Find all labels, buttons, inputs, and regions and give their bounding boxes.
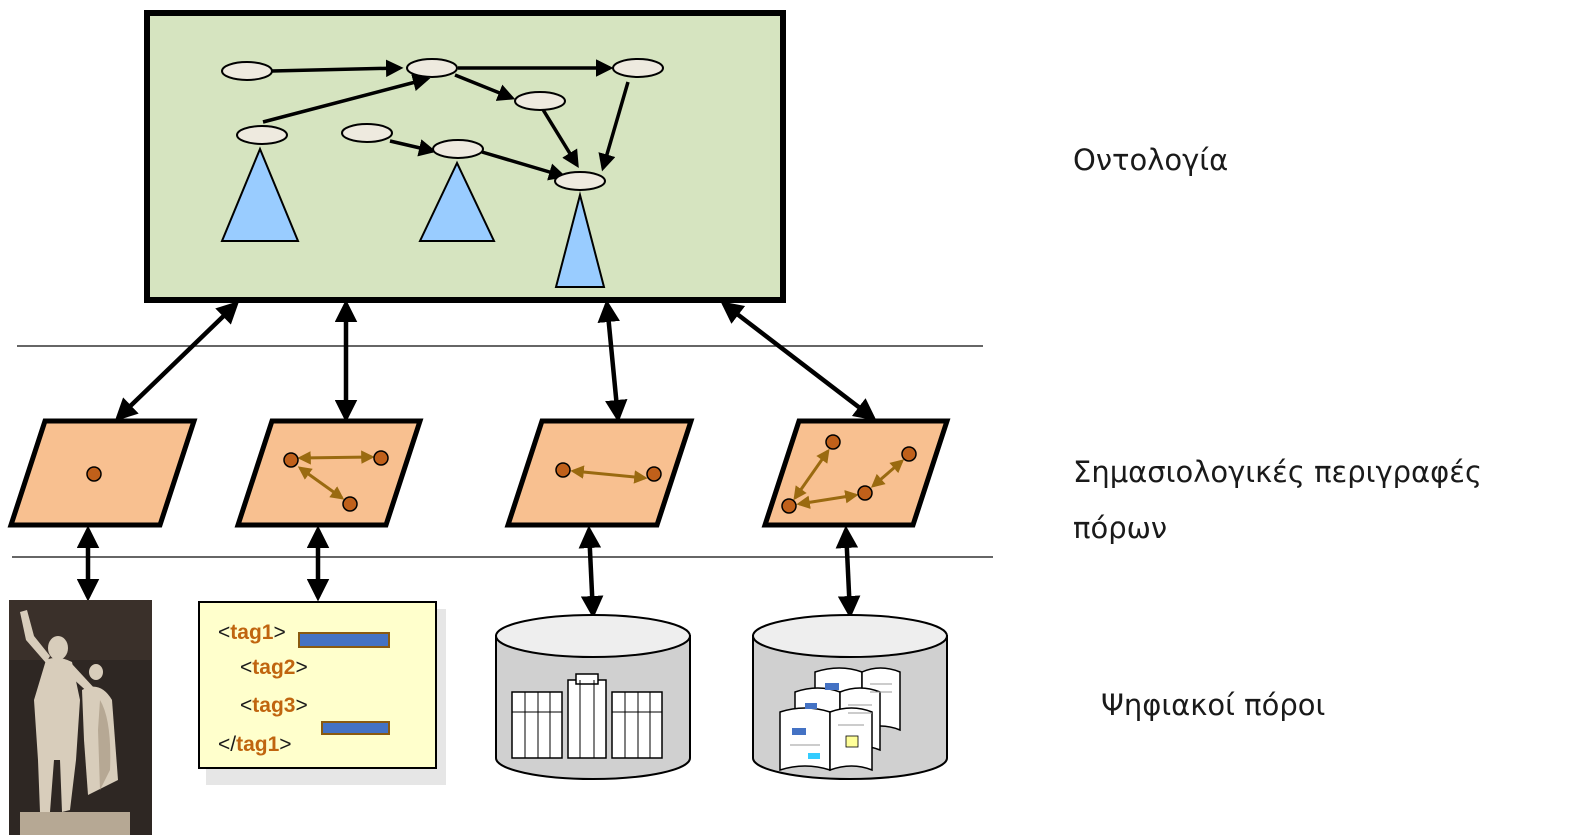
hierarchy-triangles (220, 146, 606, 288)
description-1 (7, 418, 198, 528)
description-4 (761, 418, 951, 528)
concept-node (432, 139, 484, 159)
hierarchy-triangle (220, 146, 300, 242)
semantic-descriptions-label-line1: Σημασιολογικές περιγραφές (1073, 455, 1482, 489)
ontology-box (144, 10, 786, 303)
semantic-descriptions (7, 418, 951, 528)
concept-node (341, 123, 393, 143)
hierarchy-triangle (554, 191, 606, 288)
semantic-descriptions-label-line2: πόρων (1073, 511, 1168, 545)
hierarchy-triangle (418, 160, 496, 242)
description-3 (504, 418, 695, 528)
concept-node (221, 61, 273, 81)
concept-relations (262, 59, 630, 181)
resource-links (76, 525, 861, 619)
document-store-icon (752, 614, 948, 780)
concept-node (406, 58, 458, 78)
database-icon (495, 614, 691, 780)
concept-node (236, 125, 288, 145)
ontology-label: Οντολογία (1073, 143, 1229, 177)
server-rack-icon (511, 673, 663, 759)
ontology-links (114, 299, 877, 423)
xml-line-1: <tag1> (218, 621, 286, 644)
xml-line-2: <tag2> (240, 656, 308, 679)
concept-nodes (221, 58, 664, 191)
concept-node (514, 91, 566, 111)
xml-line-4: </tag1> (218, 733, 292, 756)
description-2 (234, 418, 424, 528)
digital-resources-label: Ψηφιακοί πόροι (1101, 688, 1326, 722)
concept-node (554, 171, 606, 191)
concept-node (612, 58, 664, 78)
xml-line-3: <tag3> (240, 694, 308, 717)
xml-document: <tag1> <tag2> <tag3> </tag1> (198, 601, 446, 785)
highlight-bar (321, 721, 390, 735)
statue-image (9, 600, 152, 835)
highlight-bar (298, 632, 390, 648)
